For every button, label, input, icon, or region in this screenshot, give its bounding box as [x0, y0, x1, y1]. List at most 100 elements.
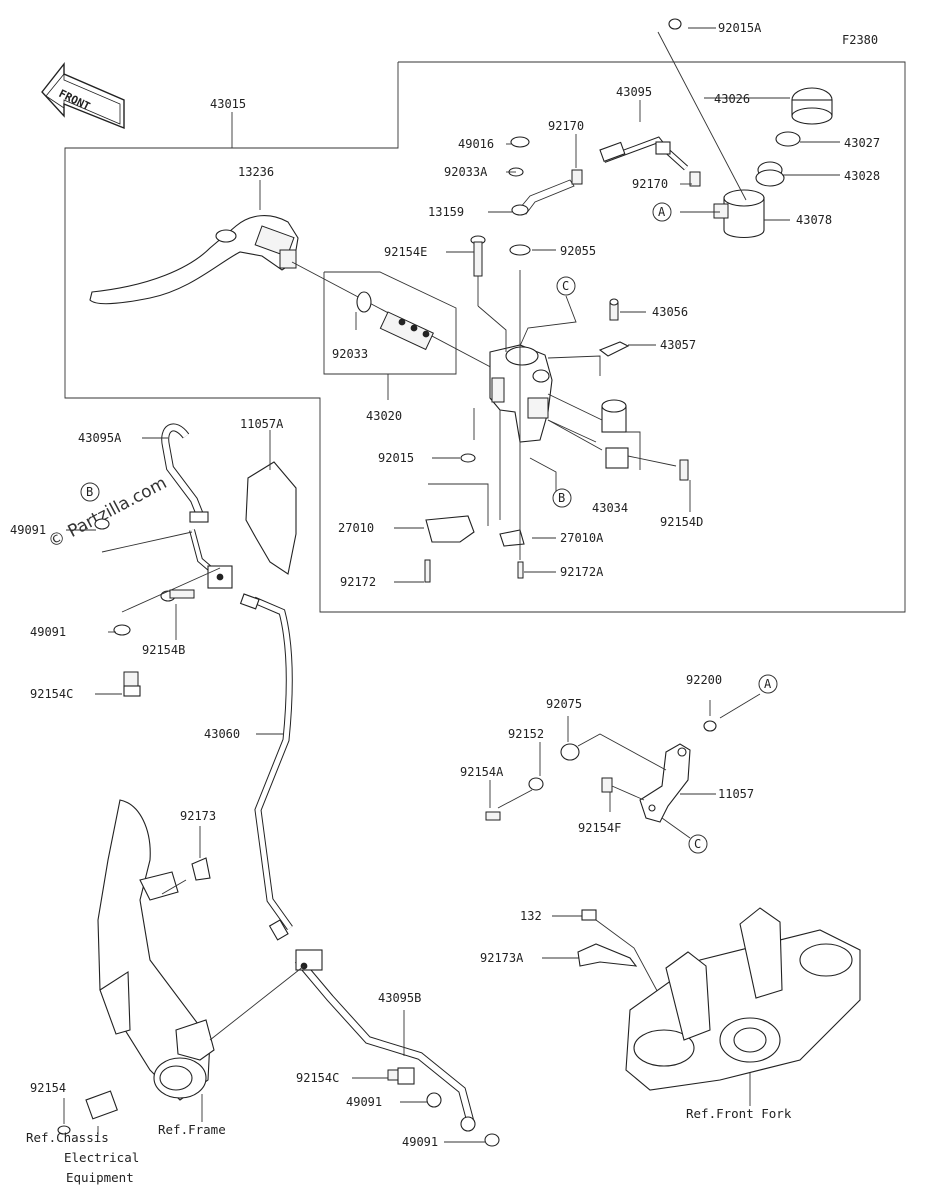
- bracket-11057A: [245, 461, 297, 575]
- label-27010: 27010: [338, 521, 374, 535]
- label-43034: 43034: [592, 501, 628, 515]
- banjo-bolt-92154C-lower: [387, 1067, 415, 1085]
- bolt-92154A: [485, 811, 501, 821]
- label-43095A: 43095A: [78, 431, 122, 445]
- label-132: 132: [520, 909, 542, 923]
- label-43015: 43015: [210, 97, 246, 111]
- screw-92172A: [517, 561, 524, 579]
- leader-lines-left: [63, 430, 486, 1143]
- label-92154F: 92154F: [578, 821, 621, 835]
- leader-lines: [231, 27, 840, 583]
- collar-92075: [560, 743, 580, 761]
- label-43028: 43028: [844, 169, 880, 183]
- oring-92055: [509, 244, 531, 256]
- label-49016: 49016: [458, 137, 494, 151]
- leader-lines-right: [489, 693, 761, 1106]
- label-43095B: 43095B: [378, 991, 421, 1005]
- label-92154A: 92154A: [460, 765, 504, 779]
- ref-chassis-line1: Ref.Chassis: [26, 1130, 109, 1145]
- label-49091-d: 49091: [402, 1135, 438, 1149]
- bolt-92154F: [601, 777, 613, 793]
- reservoir-parts: [713, 87, 833, 239]
- label-92170-b: 92170: [632, 177, 668, 191]
- callout-a-top: A: [652, 202, 672, 222]
- label-92154C: 92154C: [30, 687, 73, 701]
- svg-text:A: A: [658, 205, 666, 219]
- bleeder-43056: [609, 298, 619, 321]
- front-arrow-icon: [41, 61, 125, 130]
- ref-frame: Ref.Frame: [158, 1122, 226, 1137]
- callout-a-right: A: [758, 674, 778, 694]
- svg-text:C: C: [694, 837, 701, 851]
- triple-clamp: [625, 907, 861, 1091]
- label-11057A: 11057A: [240, 417, 284, 431]
- label-92154D: 92154D: [660, 515, 703, 529]
- hose-43095B: [294, 957, 474, 1122]
- cap-43057: [598, 341, 630, 357]
- label-43057: 43057: [660, 338, 696, 352]
- ref-front-fork: Ref.Front Fork: [686, 1106, 792, 1121]
- nut-92015: [460, 453, 476, 463]
- assembly-outline: [64, 61, 906, 613]
- figure-code: F2380: [842, 33, 878, 47]
- label-92075: 92075: [546, 697, 582, 711]
- label-43027: 43027: [844, 136, 880, 150]
- label-92154: 92154: [30, 1081, 66, 1095]
- label-92152: 92152: [508, 727, 544, 741]
- callout-c-top: C: [556, 276, 576, 296]
- label-27010A: 27010A: [560, 531, 604, 545]
- label-92015: 92015: [378, 451, 414, 465]
- label-92200: 92200: [686, 673, 722, 687]
- label-43078: 43078: [796, 213, 832, 227]
- hose-43095A: [161, 423, 216, 575]
- label-13236: 13236: [238, 165, 274, 179]
- callout-b-top: B: [552, 488, 572, 508]
- hose-43060: [239, 593, 293, 941]
- bolt-92154E: [470, 235, 486, 277]
- nut-92015A: [668, 18, 682, 30]
- label-49091-b: 49091: [30, 625, 66, 639]
- washer-49091-mid: [113, 624, 131, 636]
- bolt-92154B: [160, 589, 195, 602]
- svg-text:C: C: [562, 279, 569, 293]
- label-11057: 11057: [718, 787, 754, 801]
- bolt-92154D: [679, 459, 689, 481]
- switch-27010A: [499, 529, 525, 547]
- washer-49091-upper: [94, 518, 110, 530]
- washer-49091-d: [484, 1133, 500, 1147]
- frame-part: [97, 799, 215, 1101]
- joint-block-lower: [295, 949, 323, 971]
- screw-92172: [424, 559, 431, 583]
- svg-text:B: B: [558, 491, 565, 505]
- label-43056: 43056: [652, 305, 688, 319]
- label-92033: 92033: [332, 347, 368, 361]
- bolt-132: [581, 909, 597, 921]
- callout-b-left: B: [80, 482, 100, 502]
- label-43026: 43026: [714, 92, 750, 106]
- ref-chassis-line2: Electrical: [64, 1150, 139, 1165]
- banjo-bolt-92154C: [123, 671, 141, 697]
- label-92154B: 92154B: [142, 643, 185, 657]
- label-92154E: 92154E: [384, 245, 427, 259]
- label-49091-c: 49091: [346, 1095, 382, 1109]
- label-92172A: 92172A: [560, 565, 604, 579]
- label-92173: 92173: [180, 809, 216, 823]
- clamp-92173A: [577, 943, 638, 967]
- bracket-11057: [639, 743, 691, 823]
- cap-49016: [510, 136, 530, 148]
- switch-27010: [425, 515, 475, 543]
- washer-92200: [703, 720, 717, 732]
- reference-labels: Ref.Chassis Electrical Equipment Ref.Fra…: [26, 1106, 792, 1185]
- washer-92152: [528, 777, 544, 791]
- clutch-lever: [89, 215, 299, 305]
- label-92173A: 92173A: [480, 951, 524, 965]
- reservoir-hose: [511, 136, 701, 216]
- label-43095: 43095: [616, 85, 652, 99]
- ref-chassis-line3: Equipment: [66, 1170, 134, 1185]
- label-43060: 43060: [204, 727, 240, 741]
- label-92015A: 92015A: [718, 21, 762, 35]
- label-92033A: 92033A: [444, 165, 488, 179]
- label-92170-a: 92170: [548, 119, 584, 133]
- watermark: © Partzilla.com: [45, 473, 170, 552]
